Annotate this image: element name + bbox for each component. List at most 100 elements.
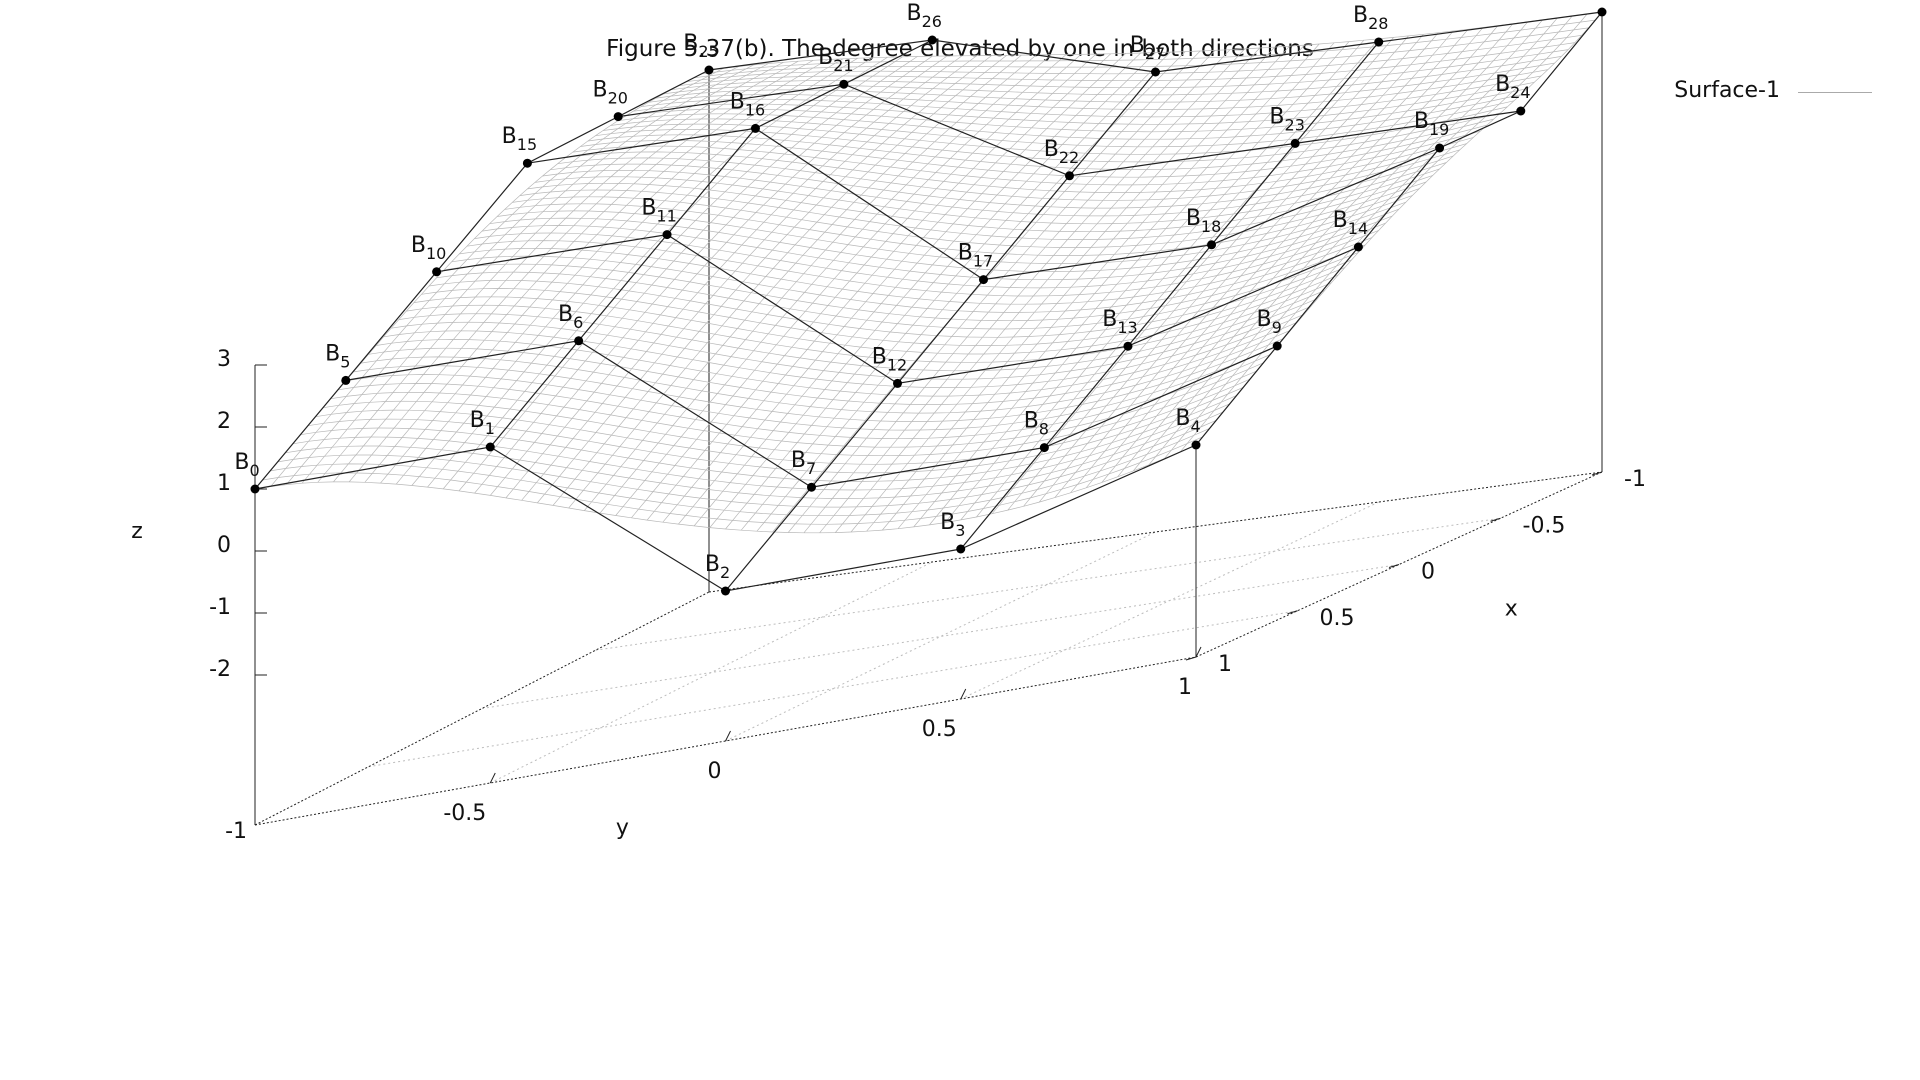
control-point-b12 xyxy=(893,378,902,388)
control-point-b19 xyxy=(1435,143,1445,153)
y-tick-mark xyxy=(489,772,496,784)
y-tick-label: -0.5 xyxy=(443,801,486,826)
x-tick-label: 0 xyxy=(1421,560,1435,585)
control-point-b16 xyxy=(750,123,760,133)
x-tick-label: 1 xyxy=(1218,652,1232,677)
x-tick-label: -1 xyxy=(1624,467,1646,492)
control-point-label: B3 xyxy=(940,510,965,540)
control-point-label: B20 xyxy=(592,78,627,108)
z-tick-label: -1 xyxy=(209,595,231,620)
surface-isoline-s xyxy=(944,39,1365,523)
floor-grid-line-x-2 xyxy=(960,501,1379,700)
surface-isoline-s xyxy=(1101,23,1513,483)
control-point-label: B15 xyxy=(502,124,537,154)
surface-isoline-t xyxy=(640,75,1542,118)
control-point-b17 xyxy=(979,275,988,285)
control-point-label: B24 xyxy=(1495,72,1530,102)
z-tick-label: 1 xyxy=(217,471,231,496)
control-point-label: B16 xyxy=(730,89,765,119)
surface-isoline-t xyxy=(376,313,1305,397)
control-point-label: B8 xyxy=(1024,409,1049,439)
control-point-label: B12 xyxy=(872,344,907,374)
control-point-b21 xyxy=(839,79,849,89)
surface-isoline-t xyxy=(693,27,1589,79)
control-point-b14 xyxy=(1353,242,1363,252)
control-point-b1 xyxy=(485,442,495,452)
control-point-label: B21 xyxy=(818,45,853,75)
x-tick-mark xyxy=(1490,517,1501,522)
control-point-label: B4 xyxy=(1175,406,1200,436)
surface-isoline-s xyxy=(1070,27,1484,494)
surface-isoline-s xyxy=(772,50,1201,533)
x-tick-label: 0.5 xyxy=(1320,606,1355,631)
y-tick-label: 1 xyxy=(1178,675,1192,700)
surface-isoline-t xyxy=(391,298,1318,380)
control-point-label: B19 xyxy=(1414,109,1449,139)
control-point-b23 xyxy=(1290,138,1300,148)
z-tick-label: -2 xyxy=(209,657,231,682)
control-point-b6 xyxy=(574,336,584,346)
control-point-b28 xyxy=(1374,37,1384,47)
control-point-label: B1 xyxy=(470,408,495,438)
surface-mesh xyxy=(254,11,1603,534)
surface-isoline-s xyxy=(1023,32,1439,507)
control-point-label: B28 xyxy=(1353,3,1388,33)
surface-isoline-s xyxy=(1054,29,1469,498)
legend-label: Surface-1 xyxy=(1674,78,1780,103)
x-axis-label: x xyxy=(1505,596,1518,621)
x-tick-mark xyxy=(1388,564,1400,568)
control-point-b18 xyxy=(1207,240,1217,250)
base-edge-back-left xyxy=(254,591,710,826)
control-net-column xyxy=(960,41,1380,550)
surface-isoline-t xyxy=(542,155,1454,217)
control-point-b3 xyxy=(956,544,966,554)
control-point-label: B6 xyxy=(558,302,583,332)
control-point-label: B22 xyxy=(1044,137,1079,167)
surface-isoline-t xyxy=(489,201,1406,272)
surface-isoline-s xyxy=(1148,17,1558,466)
y-tick-mark xyxy=(960,688,967,700)
control-point-b29 xyxy=(1597,7,1607,17)
axes-frame xyxy=(254,12,1603,826)
y-tick-mark xyxy=(725,730,731,742)
control-point-label: B27 xyxy=(1130,33,1165,63)
floor-grid xyxy=(368,501,1501,784)
surface-isoline-t xyxy=(701,19,1596,75)
control-point-b9 xyxy=(1272,341,1282,351)
control-net-column xyxy=(1195,11,1603,446)
control-point-b8 xyxy=(1039,443,1049,453)
surface-isoline-t xyxy=(686,34,1582,83)
surface-isoline-t xyxy=(459,230,1379,305)
z-axis-label: z xyxy=(131,519,143,544)
control-points: B0B1B2B3B4B5B6B7B8B9B10B11B12B13B14B15B1… xyxy=(234,0,1612,596)
control-point-label: B18 xyxy=(1186,206,1221,236)
control-point-label: B0 xyxy=(234,450,259,480)
control-point-label: B14 xyxy=(1333,208,1368,238)
control-point-label: B2 xyxy=(705,552,730,582)
floor-grid-line-x-1 xyxy=(725,531,1156,742)
surface-isoline-t xyxy=(663,56,1562,96)
surface-isoline-s xyxy=(537,55,978,504)
control-point-b4 xyxy=(1191,440,1201,450)
z-floor-tick-label: -1 xyxy=(225,819,247,844)
control-point-label: B26 xyxy=(907,1,942,31)
control-point-b26 xyxy=(927,35,937,45)
x-tick-mark xyxy=(1591,471,1603,476)
y-axis-label: y xyxy=(616,815,629,840)
z-tick-label: 2 xyxy=(217,409,231,434)
surface-isoline-s xyxy=(1133,19,1543,472)
control-point-label: B11 xyxy=(641,196,676,226)
control-point-b24 xyxy=(1516,106,1526,116)
surface-isoline-t xyxy=(383,305,1312,388)
surface-isoline-t xyxy=(671,49,1569,91)
floor-grid-line-y-0 xyxy=(368,610,1298,768)
legend-line xyxy=(1798,92,1872,93)
surface-isoline-s xyxy=(1195,11,1603,446)
y-tick-label: 0.5 xyxy=(922,717,957,742)
z-tick-label: 3 xyxy=(217,347,231,372)
surface-isoline-t xyxy=(398,290,1325,372)
surface-isoline-s xyxy=(929,41,1350,526)
control-point-label: B9 xyxy=(1257,307,1282,337)
surface-isoline-t xyxy=(678,42,1575,87)
